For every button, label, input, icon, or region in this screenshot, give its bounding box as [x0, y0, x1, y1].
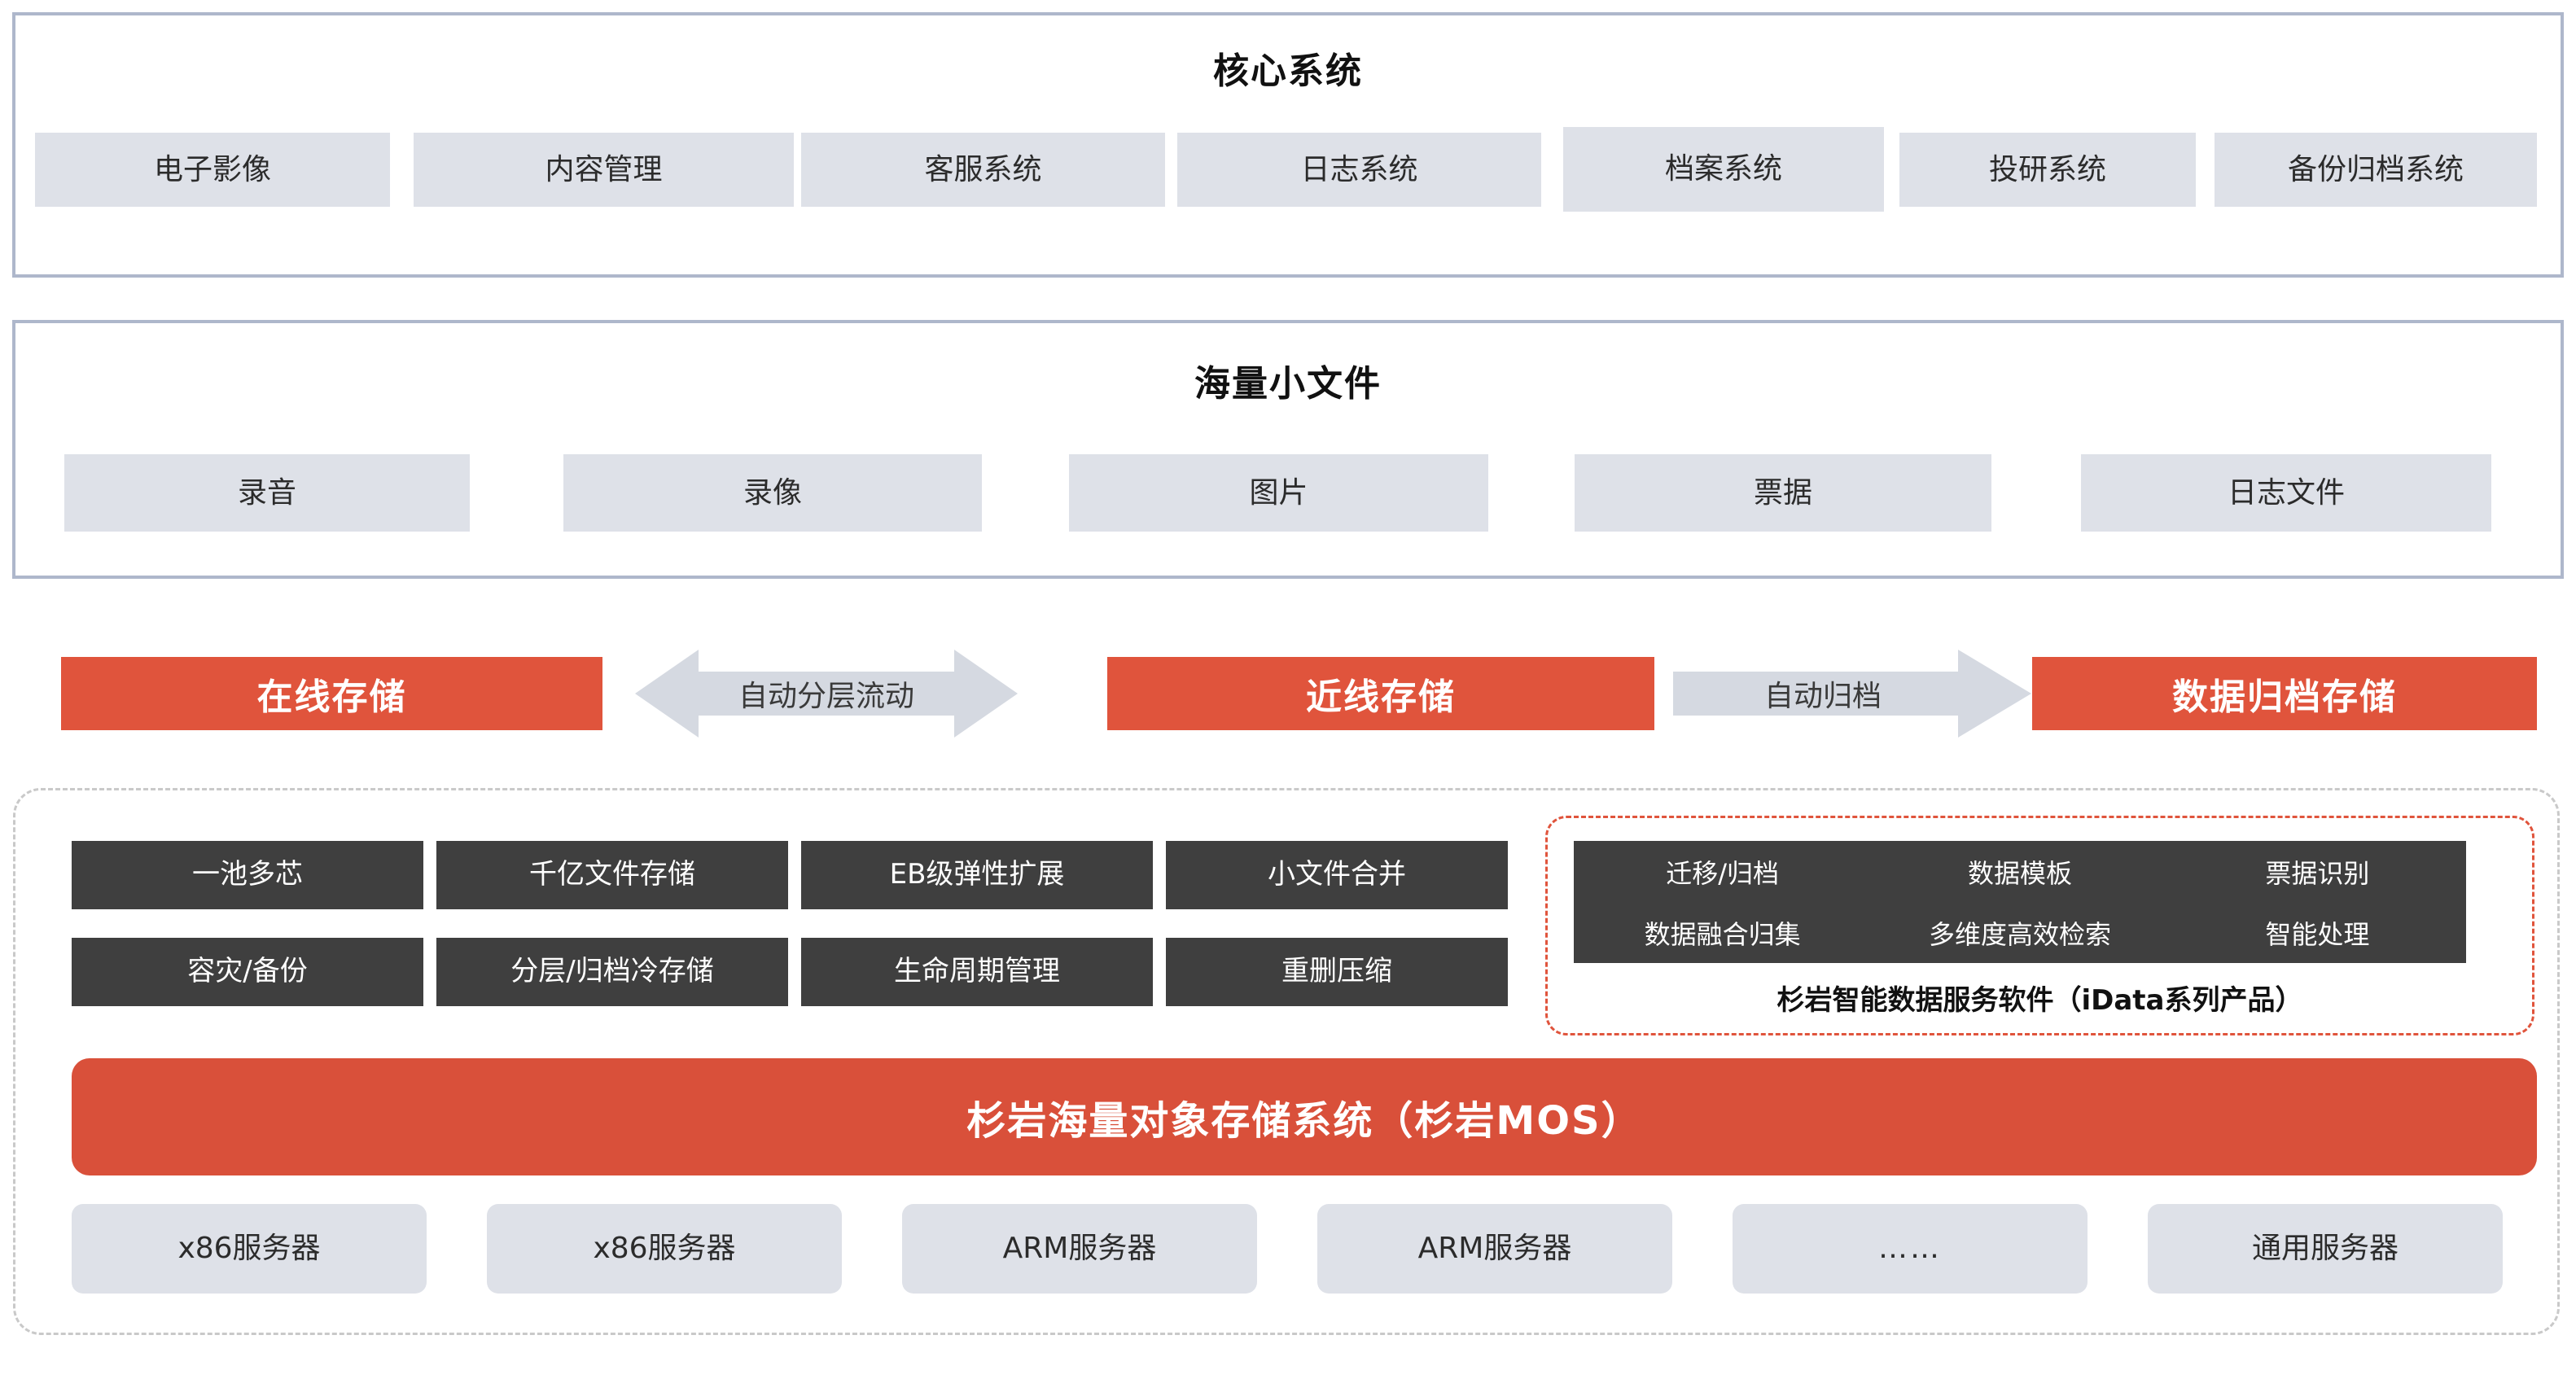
auto-tiering-arrow: 自动分层流动 [635, 646, 1018, 742]
massive-small-files-panel: 海量小文件 [12, 320, 2564, 579]
idata-feature-grid: 迁移/归档 数据模板 票据识别 数据融合归集 多维度高效检索 智能处理 [1574, 841, 2466, 963]
capability-chip[interactable]: 千亿文件存储 [436, 841, 788, 909]
capability-chip[interactable]: 分层/归档冷存储 [436, 938, 788, 1006]
capability-chip[interactable]: EB级弹性扩展 [801, 841, 1153, 909]
server-chip[interactable]: ARM服务器 [902, 1204, 1257, 1294]
idata-caption: 杉岩智能数据服务软件（iData系列产品） [1776, 984, 2303, 1017]
server-chip[interactable]: x86服务器 [72, 1204, 427, 1294]
core-system-chip[interactable]: 客服系统 [801, 133, 1165, 207]
storage-platform-container [13, 788, 2560, 1335]
mos-platform-bar[interactable]: 杉岩海量对象存储系统（杉岩MOS） [72, 1058, 2537, 1175]
server-chip[interactable]: x86服务器 [487, 1204, 842, 1294]
massive-small-files-title: 海量小文件 [1194, 363, 1382, 405]
idata-feature[interactable]: 票据识别 [2265, 857, 2370, 889]
small-file-chip[interactable]: 日志文件 [2081, 454, 2491, 532]
server-chip[interactable]: …… [1733, 1204, 2088, 1294]
idata-feature[interactable]: 迁移/归档 [1666, 857, 1780, 889]
capability-chip[interactable]: 重删压缩 [1166, 938, 1508, 1006]
core-system-chip[interactable]: 日志系统 [1177, 133, 1541, 207]
auto-archive-arrow: 自动归档 [1673, 646, 2031, 742]
idata-feature[interactable]: 数据模板 [1967, 857, 2072, 889]
core-system-chip[interactable]: 备份归档系统 [2215, 133, 2537, 207]
capability-chip[interactable]: 生命周期管理 [801, 938, 1153, 1006]
small-file-chip[interactable]: 录音 [64, 454, 470, 532]
core-systems-title: 核心系统 [1213, 50, 1363, 92]
core-system-chip[interactable]: 内容管理 [414, 133, 794, 207]
capability-chip[interactable]: 容灾/备份 [72, 938, 423, 1006]
core-system-chip[interactable]: 投研系统 [1899, 133, 2196, 207]
small-file-chip[interactable]: 录像 [563, 454, 982, 532]
tier-data-archive-storage[interactable]: 数据归档存储 [2032, 657, 2537, 730]
idata-feature[interactable]: 智能处理 [2265, 918, 2370, 950]
core-system-chip[interactable]: 电子影像 [35, 133, 390, 207]
idata-feature[interactable]: 数据融合归集 [1644, 918, 1801, 950]
small-file-chip[interactable]: 票据 [1575, 454, 1991, 532]
tier-nearline-storage[interactable]: 近线存储 [1107, 657, 1654, 730]
idata-panel: 迁移/归档 数据模板 票据识别 数据融合归集 多维度高效检索 智能处理 杉岩智能… [1545, 816, 2534, 1035]
capability-chip[interactable]: 一池多芯 [72, 841, 423, 909]
server-chip[interactable]: ARM服务器 [1317, 1204, 1672, 1294]
tier-online-storage[interactable]: 在线存储 [61, 657, 602, 730]
core-system-chip[interactable]: 档案系统 [1563, 127, 1884, 212]
small-file-chip[interactable]: 图片 [1069, 454, 1488, 532]
server-chip[interactable]: 通用服务器 [2148, 1204, 2503, 1294]
capability-chip[interactable]: 小文件合并 [1166, 841, 1508, 909]
idata-feature[interactable]: 多维度高效检索 [1928, 918, 2111, 950]
